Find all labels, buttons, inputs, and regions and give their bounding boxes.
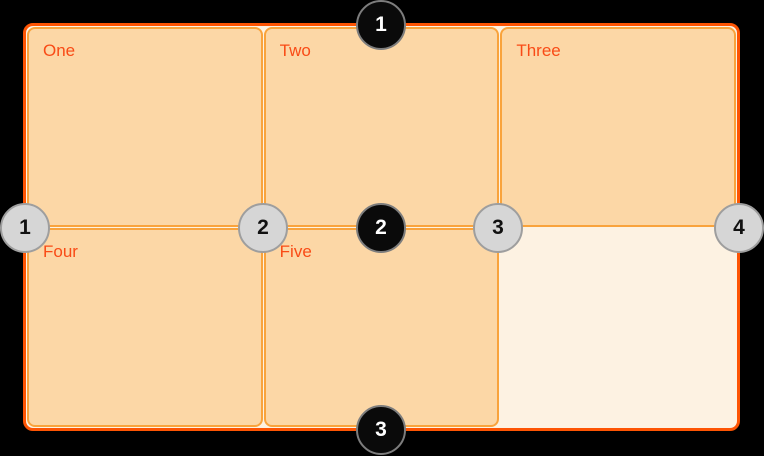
grid-cell-two: Two	[263, 27, 500, 227]
column-line-badge-1: 1	[0, 203, 50, 253]
row-line-badge-2: 2	[356, 203, 406, 253]
grid-cell-three: Three	[500, 27, 736, 227]
grid-cell-four: Four	[27, 227, 263, 427]
column-line-badge-4: 4	[714, 203, 764, 253]
grid-cell-one: One	[27, 27, 263, 227]
column-line-badge-3: 3	[473, 203, 523, 253]
row-line-badge-1: 1	[356, 0, 406, 50]
grid-cell-empty	[500, 228, 736, 428]
row-line-badge-3: 3	[356, 405, 406, 455]
column-line-badge-2: 2	[238, 203, 288, 253]
grid-container: One Two Three Four Five	[23, 23, 740, 431]
grid-cell-five: Five	[263, 227, 500, 427]
